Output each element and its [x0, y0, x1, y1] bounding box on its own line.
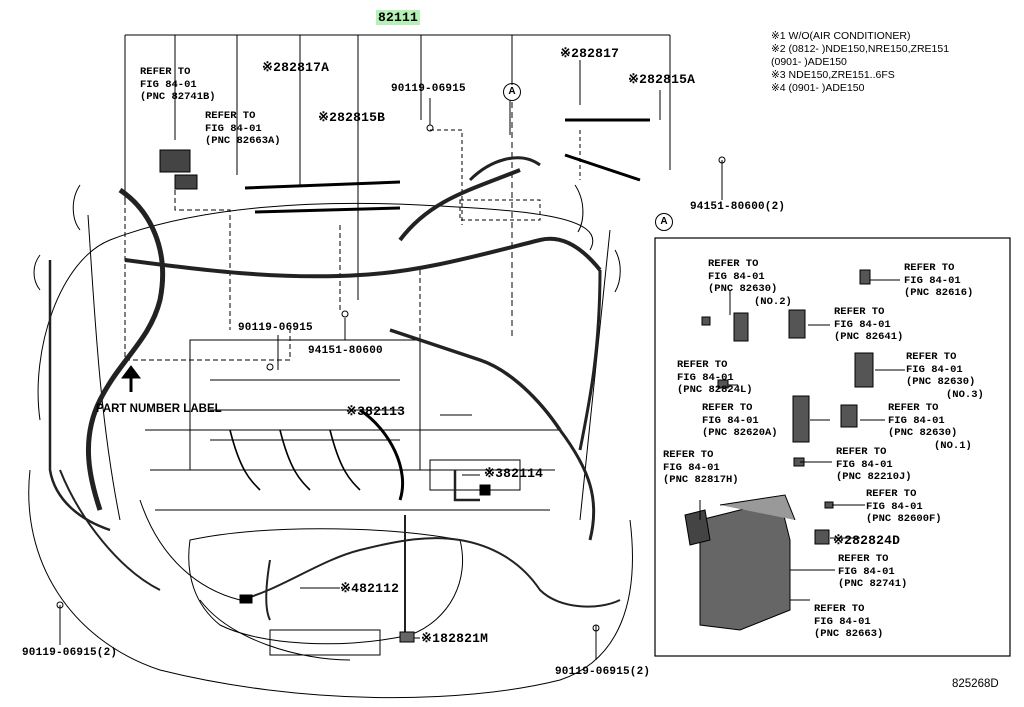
figure-code: 825268D [952, 678, 999, 690]
callout-282815B: ※282815B [318, 110, 386, 125]
note-2: ※2 (0812- )NDE150,NRE150,ZRE151 [771, 43, 950, 55]
callout-bolt-left: 90119-06915(2) [22, 647, 118, 659]
note-4: ※4 (0901- )ADE150 [771, 82, 865, 94]
callout-bolt-mid: 90119-06915 [238, 322, 313, 334]
ref-82630-no3: REFER TO FIG 84-01 (PNC 82630) (NO.3) [906, 351, 984, 401]
note-2-cont: (0901- )ADE150 [771, 56, 847, 68]
ref-82616: REFER TO FIG 84-01 (PNC 82616) [904, 262, 974, 299]
ref-82824L: REFER TO FIG 84-01 (PNC 82824L) [677, 359, 753, 396]
callout-282824D: ※282824D [833, 533, 901, 548]
ref-82741: REFER TO FIG 84-01 (PNC 82741) [838, 553, 908, 590]
ref-82630-no1: REFER TO FIG 84-01 (PNC 82630) (NO.1) [888, 402, 972, 452]
callout-382113: ※382113 [346, 404, 406, 419]
callout-clip-right: 94151-80600(2) [690, 201, 786, 213]
ref-82741B: REFER TO FIG 84-01 (PNC 82741B) [140, 66, 216, 103]
callout-282817: ※282817 [560, 46, 620, 61]
callout-282817A: ※282817A [262, 60, 330, 75]
ref-82817H: REFER TO FIG 84-01 (PNC 82817H) [663, 449, 739, 486]
car-body-outline [37, 202, 594, 421]
panel-a-frame [654, 237, 1011, 657]
ref-82663: REFER TO FIG 84-01 (PNC 82663) [814, 603, 884, 640]
notes-block: ※1 W/O(AIR CONDITIONER) ※2 (0812- )NDE15… [771, 30, 949, 95]
note-1: ※1 W/O(AIR CONDITIONER) [771, 30, 911, 42]
main-part-number: 82111 [376, 10, 421, 25]
ref-82641: REFER TO FIG 84-01 (PNC 82641) [834, 306, 904, 343]
callout-clip-mid: 94151-80600 [308, 345, 383, 357]
part-number-label: PART NUMBER LABEL [96, 403, 222, 415]
ref-82600F: REFER TO FIG 84-01 (PNC 82600F) [866, 488, 942, 525]
note-3: ※3 NDE150,ZRE151..6FS [771, 69, 895, 81]
circle-a-marker: A [503, 83, 521, 101]
callout-382114: ※382114 [484, 466, 544, 481]
ref-82663A: REFER TO FIG 84-01 (PNC 82663A) [205, 110, 281, 147]
ref-82630-no2: REFER TO FIG 84-01 (PNC 82630) (NO.2) [708, 258, 792, 308]
callout-182821M: ※182821M [421, 631, 489, 646]
callout-282815A: ※282815A [628, 72, 696, 87]
ref-82620A: REFER TO FIG 84-01 (PNC 82620A) [702, 402, 778, 439]
callout-482112: ※482112 [340, 581, 400, 596]
callout-bolt-top: 90119-06915 [391, 83, 466, 95]
panel-a-marker: A [655, 213, 673, 231]
engine-harness [86, 187, 166, 511]
callout-bolt-right: 90119-06915(2) [555, 666, 651, 678]
ref-82210J: REFER TO FIG 84-01 (PNC 82210J) [836, 446, 912, 483]
